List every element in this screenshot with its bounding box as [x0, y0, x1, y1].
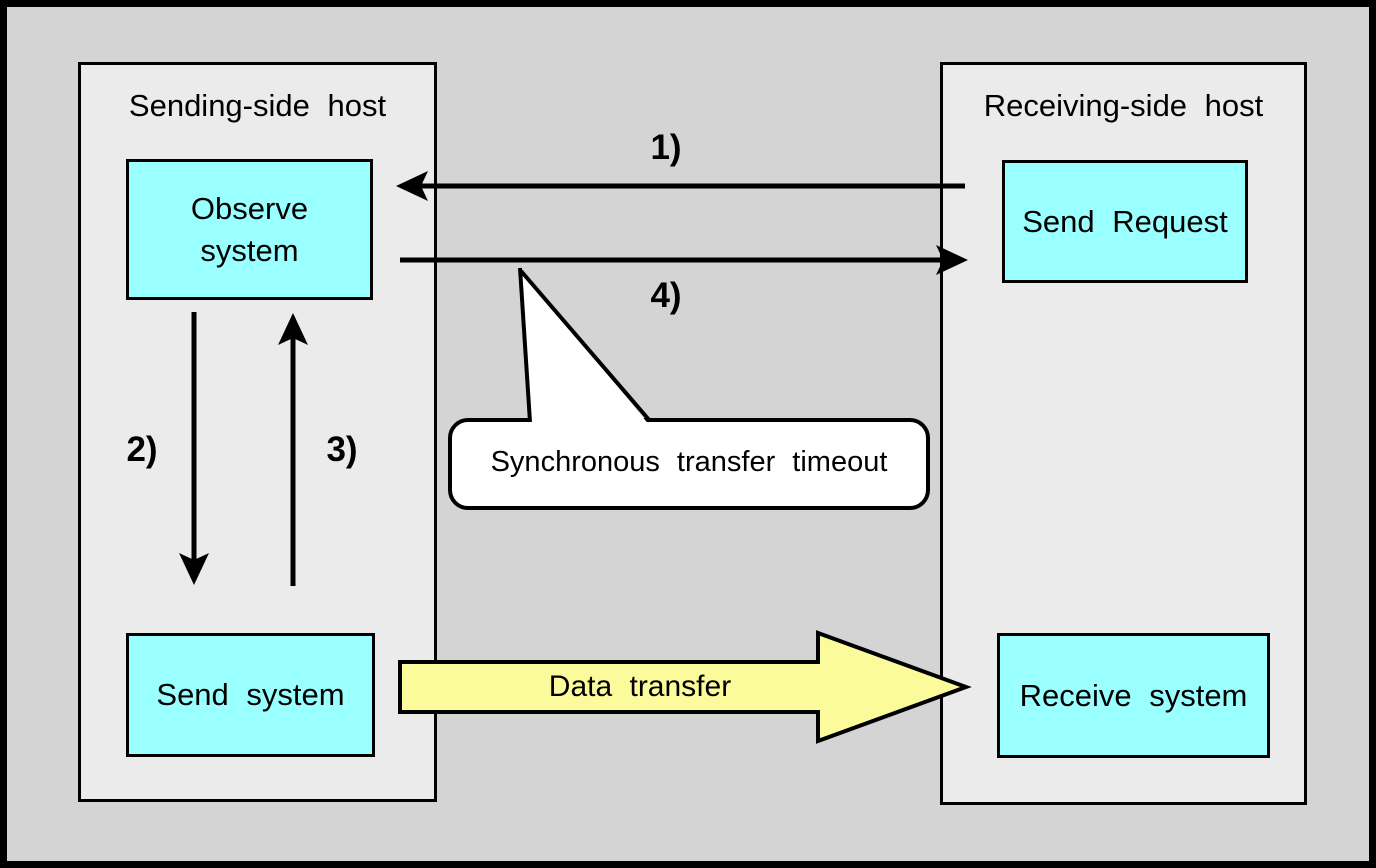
data-transfer-label: Data transfer	[548, 670, 732, 703]
receive-system-node: Receive system	[997, 633, 1270, 758]
observe-system-node: Observe system	[126, 159, 373, 300]
step-label-2: 2)	[126, 430, 158, 469]
callout-text: Synchronous transfer timeout	[490, 446, 888, 478]
arrow-1-request	[396, 171, 965, 201]
step-label-3: 3)	[326, 430, 358, 469]
send-system-node: Send system	[126, 633, 375, 757]
arrow-4-response	[400, 245, 968, 275]
sending-host-title: Sending-side host	[128, 88, 387, 123]
step-label-4: 4)	[650, 276, 682, 315]
step-label-1: 1)	[650, 128, 682, 167]
receiving-host-title: Receiving-side host	[983, 88, 1264, 123]
send-request-node: Send Request	[1002, 160, 1248, 283]
